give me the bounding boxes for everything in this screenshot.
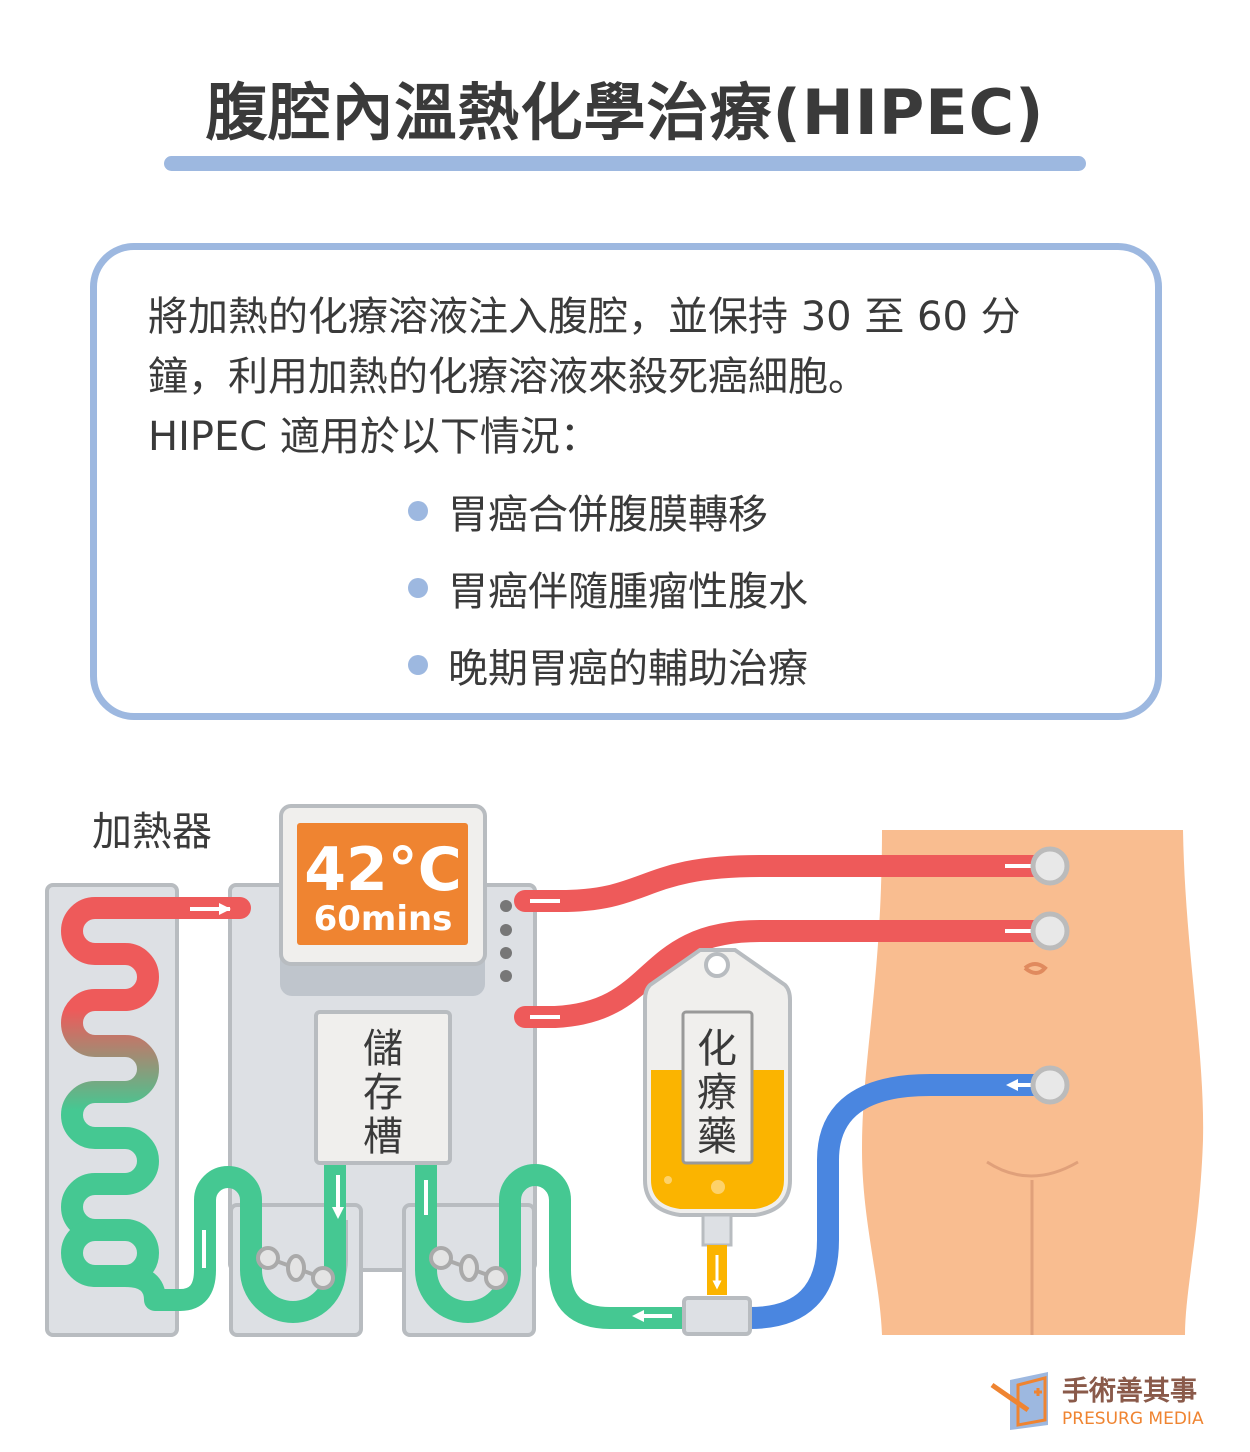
- reservoir: [314, 1010, 452, 1165]
- hot-tube-top: [514, 855, 1061, 912]
- drug-label: [681, 1010, 754, 1165]
- abdominal-port-icon: [1030, 846, 1070, 1105]
- tube-connector: [682, 1296, 752, 1336]
- temperature-display: [297, 823, 468, 945]
- bullet-dot-icon: [408, 501, 428, 521]
- groin-line: [986, 1160, 1079, 1335]
- drip-chamber: [701, 1213, 733, 1247]
- logo-subtitle: PRESURG MEDIA: [1062, 1409, 1204, 1429]
- bullet-dot-icon: [408, 578, 428, 598]
- bullet-dot-icon: [408, 655, 428, 675]
- pump-rotor-icon: [256, 1246, 508, 1290]
- duration-readout: 60mins: [314, 899, 453, 939]
- info-line: HIPEC 適用於以下情況：: [148, 414, 600, 460]
- reservoir-label: 儲: [363, 1026, 403, 1072]
- green-tube-right: [415, 1152, 701, 1329]
- green-tube-left: [61, 1152, 346, 1323]
- drug-label-text: 化: [697, 1026, 737, 1072]
- info-line: 鐘，利用加熱的化療溶液來殺死癌細胞。: [148, 354, 868, 400]
- info-box: [90, 243, 1162, 720]
- bullet-item: 胃癌伴隨腫瘤性腹水: [408, 559, 808, 617]
- indicator-dots: [500, 900, 512, 982]
- reservoir-label: 存: [363, 1070, 403, 1116]
- logo-name: 手術善其事: [1062, 1375, 1197, 1407]
- bullet-item: 胃癌合併腹膜轉移: [408, 482, 768, 540]
- drug-label-text: 療: [697, 1070, 737, 1116]
- heater-label: 加熱器: [92, 809, 212, 855]
- hot-tube-bottom: [514, 920, 1061, 1028]
- title-underline: [164, 156, 1086, 171]
- drug-label-text: 藥: [697, 1114, 737, 1160]
- brand-logo-icon: [990, 1372, 1048, 1430]
- page-title: 腹腔內溫熱化學治療(HIPEC): [205, 76, 1045, 149]
- info-line: 將加熱的化療溶液注入腹腔，並保持 30 至 60 分: [148, 294, 1021, 340]
- bullet-text: 胃癌伴隨腫瘤性腹水: [448, 569, 808, 615]
- navel: [1023, 962, 1048, 975]
- bullet-item: 晚期胃癌的輔助治療: [408, 636, 808, 694]
- bullet-text: 胃癌合併腹膜轉移: [448, 492, 768, 538]
- heater-coil: [61, 897, 251, 1287]
- bullet-text: 晚期胃癌的輔助治療: [448, 646, 808, 692]
- flow-arrow-icon: [202, 1175, 338, 1268]
- return-tube: [739, 1074, 1061, 1329]
- temperature-readout: 42°C: [304, 835, 462, 905]
- reservoir-label: 槽: [363, 1114, 403, 1160]
- flow-arrow-icon: [424, 1180, 672, 1316]
